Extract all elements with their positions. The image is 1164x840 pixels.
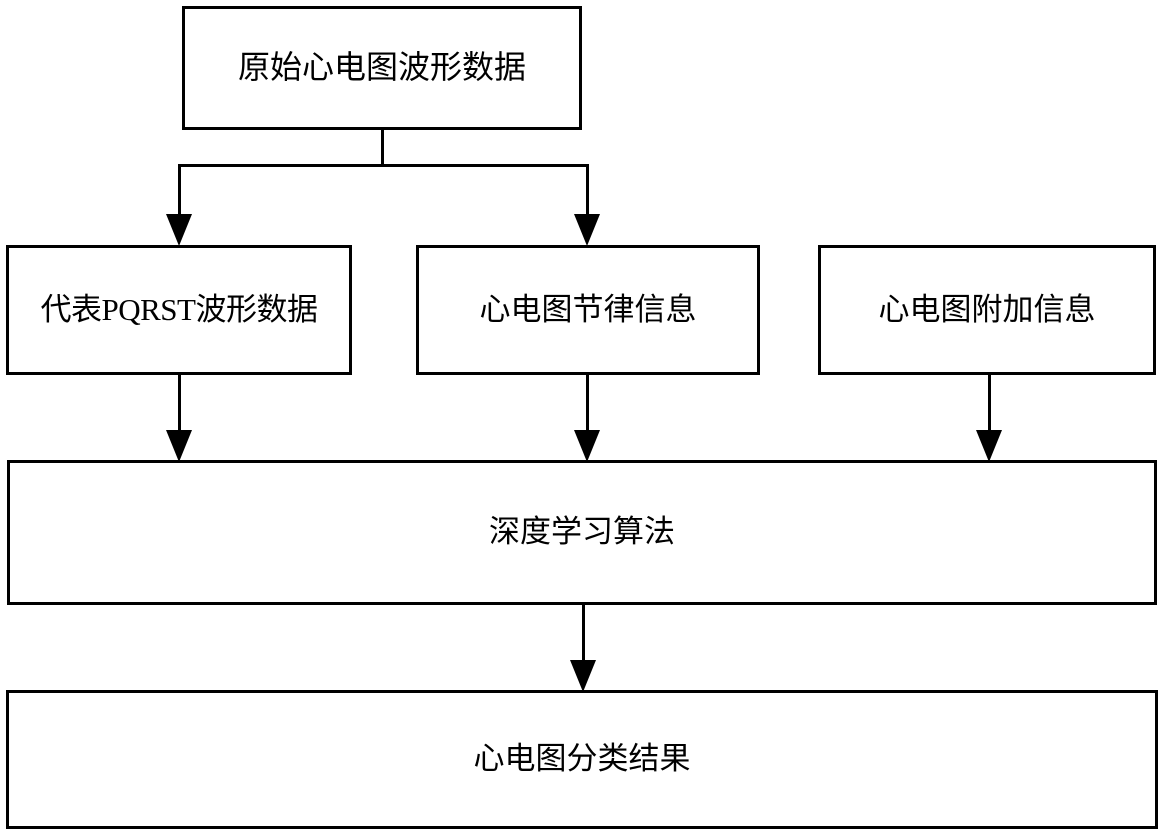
connector-raw-ecg-to-rhythm-stem bbox=[586, 164, 589, 216]
connector-raw-ecg-split-bar bbox=[178, 164, 589, 167]
arrowhead-raw-ecg-to-pqrst bbox=[166, 214, 192, 246]
connector-raw-ecg-to-pqrst-stem bbox=[178, 164, 181, 216]
node-result-label: 心电图分类结果 bbox=[473, 741, 691, 777]
arrowhead-raw-ecg-to-rhythm bbox=[574, 214, 600, 246]
node-ecg-classification-result: 心电图分类结果 bbox=[6, 690, 1158, 829]
connector-extra-to-deep-learning-stem bbox=[988, 374, 991, 432]
node-ecg-rhythm-information: 心电图节律信息 bbox=[416, 245, 760, 375]
arrowhead-deep-learning-to-result bbox=[570, 660, 596, 692]
connector-pqrst-to-deep-learning-stem bbox=[178, 374, 181, 432]
node-raw-ecg-label: 原始心电图波形数据 bbox=[237, 49, 526, 86]
arrowhead-extra-to-deep-learning bbox=[976, 430, 1002, 462]
node-pqrst-label: 代表PQRST波形数据 bbox=[40, 291, 318, 327]
connector-deep-learning-to-result-stem bbox=[582, 604, 585, 662]
connector-rhythm-to-deep-learning-stem bbox=[586, 374, 589, 432]
node-ecg-additional-information: 心电图附加信息 bbox=[818, 245, 1156, 375]
arrowhead-rhythm-to-deep-learning bbox=[574, 430, 600, 462]
node-extra-label: 心电图附加信息 bbox=[878, 291, 1096, 327]
node-pqrst-waveform-data: 代表PQRST波形数据 bbox=[6, 245, 352, 375]
node-raw-ecg-waveform-data: 原始心电图波形数据 bbox=[182, 6, 582, 130]
node-deep-learning-label: 深度学习算法 bbox=[489, 514, 675, 550]
arrowhead-pqrst-to-deep-learning bbox=[166, 430, 192, 462]
connector-raw-ecg-stem bbox=[381, 128, 384, 167]
node-rhythm-label: 心电图节律信息 bbox=[479, 291, 697, 327]
node-deep-learning-algorithm: 深度学习算法 bbox=[7, 460, 1157, 605]
